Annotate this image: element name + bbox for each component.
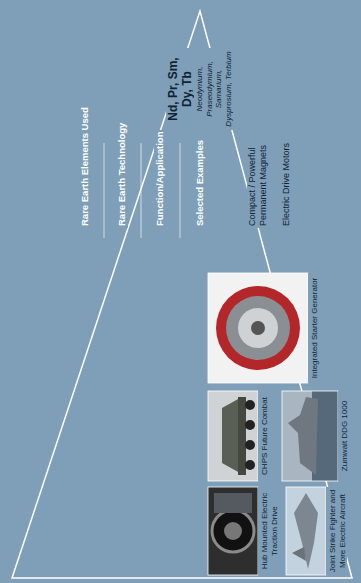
ship-photo — [282, 391, 338, 481]
row-label: Rare Earth Elements Used — [79, 105, 91, 228]
generator-photo — [208, 273, 308, 383]
example-photo: Zumwalt DDG 1000 — [282, 391, 350, 481]
pyramid-tier: Electric Drive Motors — [281, 108, 292, 228]
generator-shaft — [251, 321, 265, 335]
row-label: Rare Earth Technology — [116, 121, 128, 228]
photo-frame — [208, 487, 258, 575]
photo-frame — [208, 273, 308, 383]
row-divider — [141, 143, 142, 238]
photo-frame — [286, 487, 326, 575]
tier-text: Electric Drive Motors — [281, 108, 292, 228]
vehicle-wheel — [245, 420, 255, 430]
photo-caption: Hub Mounted Electric Traction Drive — [258, 487, 279, 575]
jet-body — [294, 493, 318, 569]
photo-caption: Zumwalt DDG 1000 — [338, 391, 350, 481]
vehicle-wheel — [245, 460, 255, 470]
tier-text: Compact / Powerful Permanent Magnets — [247, 136, 269, 228]
pyramid-tier: Compact / Powerful Permanent Magnets — [247, 136, 269, 228]
row-label: Function/Application — [154, 130, 166, 228]
element-symbols: Nd, Pr, Sm, Dy, Tb — [166, 48, 194, 130]
pyramid-tier: Nd, Pr, Sm, Dy, TbNeodymium, Praseodymiu… — [166, 48, 233, 130]
row-divider — [180, 143, 181, 238]
example-photo: Integrated Starter Generator — [208, 273, 320, 383]
example-photo: CHPS Future Combat — [208, 391, 270, 481]
vehicle-wheel — [245, 440, 255, 450]
generator-core — [238, 308, 278, 348]
chps-photo — [208, 391, 258, 481]
jet-photo — [286, 487, 326, 575]
example-photo: Joint Strike Fighter and More Electric A… — [286, 487, 347, 575]
hub-photo — [208, 487, 258, 575]
vehicle-wheel — [245, 400, 255, 410]
row-divider — [104, 143, 105, 238]
vehicle-hull — [238, 397, 246, 475]
jet-tail — [292, 547, 306, 561]
photo-caption: CHPS Future Combat — [258, 391, 270, 481]
photo-frame — [208, 391, 258, 481]
photo-caption: Joint Strike Fighter and More Electric A… — [326, 487, 347, 575]
row-label: Selected Examples — [194, 138, 206, 228]
example-photo: Hub Mounted Electric Traction Drive — [208, 487, 279, 575]
generator-rotor — [216, 286, 300, 370]
pyramid-outline — [12, 11, 352, 578]
generator-stator — [226, 296, 290, 360]
vehicle-body — [222, 398, 240, 473]
hub-motor — [214, 493, 252, 513]
wheel-hub — [224, 522, 242, 540]
element-names: Neodymium, Praseodymium, Samarium, Dyspr… — [194, 48, 233, 130]
photo-caption: Integrated Starter Generator — [308, 273, 320, 383]
photo-frame — [282, 391, 338, 481]
ship-hull — [288, 397, 318, 475]
wheel-tire — [212, 510, 254, 552]
